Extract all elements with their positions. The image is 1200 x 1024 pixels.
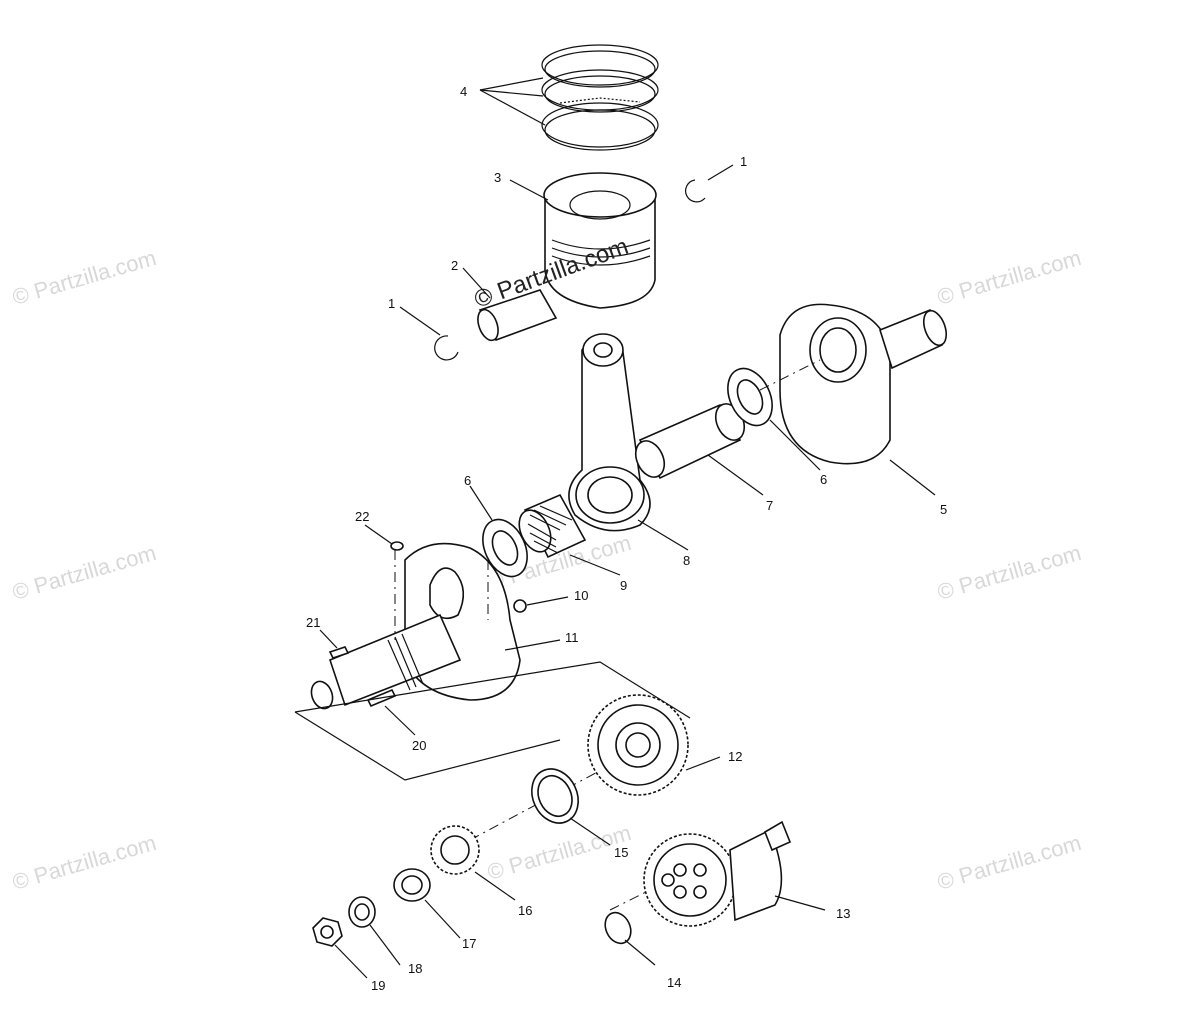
washer-14 — [604, 911, 632, 945]
leader-lines — [319, 77, 936, 979]
callout-5: 5 — [940, 502, 947, 517]
piston-pin — [477, 289, 558, 342]
callout-14: 14 — [667, 975, 681, 990]
callout-20: 20 — [412, 738, 426, 753]
nut-19 — [312, 917, 343, 947]
piston-pin-circlips — [434, 179, 706, 361]
nut-17 — [393, 868, 431, 902]
callout-1-left: 1 — [388, 296, 395, 311]
piston — [543, 172, 657, 309]
callout-labels: 4 1 3 2 1 5 6 7 8 9 6 22 10 11 21 20 12 … — [306, 84, 947, 993]
watermark-right-2: © Partzilla.com — [934, 540, 1083, 605]
callout-7: 7 — [766, 498, 773, 513]
callout-22: 22 — [355, 509, 369, 524]
callout-4: 4 — [460, 84, 467, 99]
callout-17: 17 — [462, 936, 476, 951]
watermark-right-3: © Partzilla.com — [934, 830, 1083, 895]
crankshaft-left-half — [310, 542, 521, 710]
callout-9: 9 — [620, 578, 627, 593]
callout-8: 8 — [683, 553, 690, 568]
watermark-left-2: © Partzilla.com — [9, 540, 158, 605]
callout-19: 19 — [371, 978, 385, 993]
callout-10: 10 — [574, 588, 588, 603]
callout-18: 18 — [408, 961, 422, 976]
callout-21: 21 — [306, 615, 320, 630]
callout-12: 12 — [728, 749, 742, 764]
watermark-right-1: © Partzilla.com — [934, 245, 1083, 310]
watermark-mid-2: © Partzilla.com — [484, 820, 633, 885]
thrust-washers — [482, 367, 773, 578]
watermark-left-3: © Partzilla.com — [9, 830, 158, 895]
crankshaft-right-half — [779, 303, 948, 465]
callout-6-right: 6 — [820, 472, 827, 487]
balancer-shaft — [643, 820, 792, 927]
washer-18 — [348, 896, 376, 928]
connecting-rod — [568, 333, 651, 532]
callout-16: 16 — [518, 903, 532, 918]
callout-15: 15 — [614, 845, 628, 860]
callout-13: 13 — [836, 906, 850, 921]
callout-11: 11 — [565, 630, 579, 645]
balancer-drive-gear — [587, 694, 689, 796]
callout-1-right: 1 — [740, 154, 747, 169]
piston-rings — [541, 44, 659, 151]
callout-2: 2 — [451, 258, 458, 273]
needle-bearing — [518, 493, 587, 559]
watermark-left-1: © Partzilla.com — [9, 245, 158, 310]
callout-3: 3 — [494, 170, 501, 185]
callout-6-left: 6 — [464, 473, 471, 488]
crank-pin — [634, 403, 746, 480]
crank-gear-16 — [430, 825, 480, 875]
washer-15 — [531, 768, 579, 824]
